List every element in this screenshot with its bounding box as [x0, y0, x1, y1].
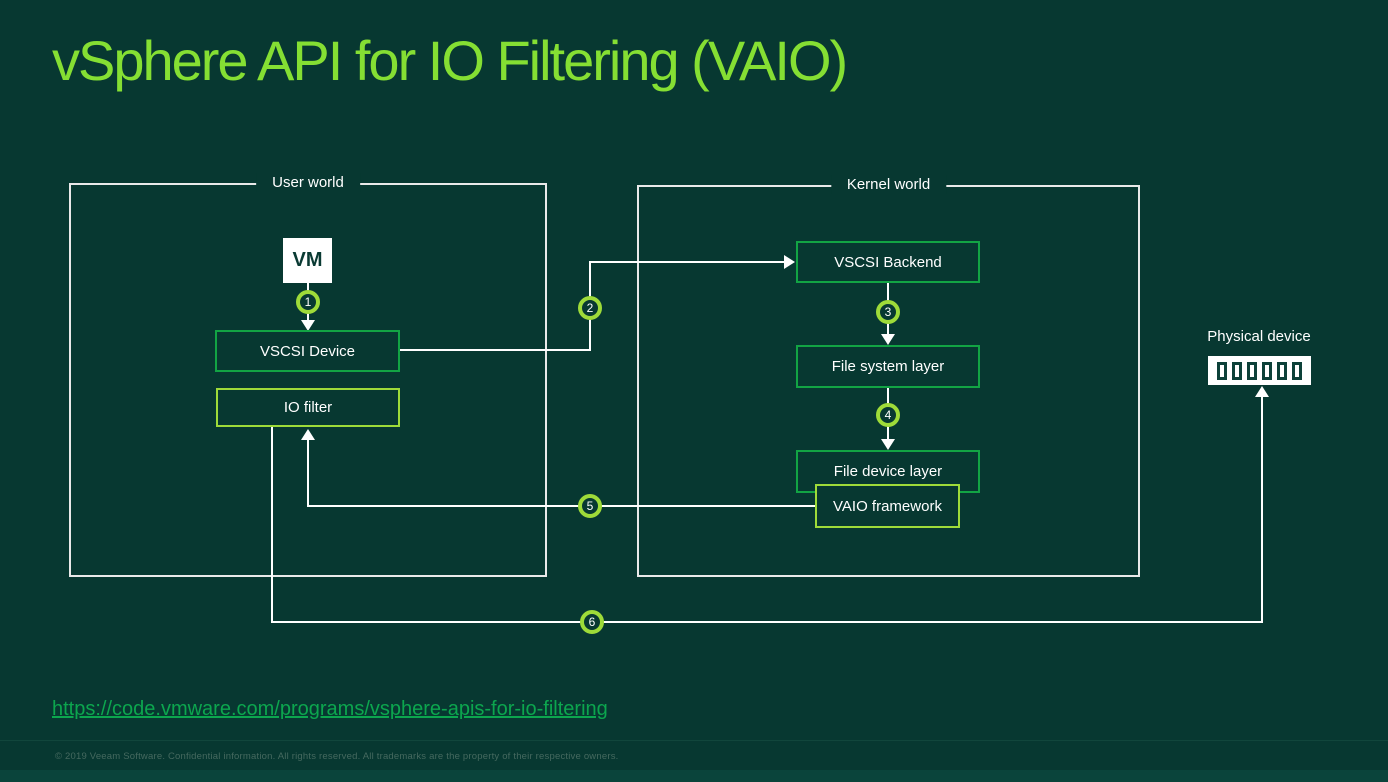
file-system-layer-node: File system layer: [796, 345, 980, 388]
step-badge-6: 6: [580, 610, 604, 634]
line-step6-horizontal: [271, 621, 1263, 623]
vaio-framework-node: VAIO framework: [815, 484, 960, 528]
physical-device-label: Physical device: [1207, 328, 1311, 345]
kernel-world-box: Kernel world: [637, 175, 1140, 577]
step-badge-5: 5: [578, 494, 602, 518]
user-world-box: User world: [69, 173, 547, 577]
memory-slot-icon: [1247, 361, 1257, 380]
line-io-filter-down: [271, 427, 273, 623]
step-badge-1: 1: [296, 290, 320, 314]
memory-slot-icon: [1262, 361, 1272, 380]
arrowhead-to-physical-device: [1255, 386, 1269, 397]
footer-strip: [0, 770, 1388, 782]
vscsi-backend-node: VSCSI Backend: [796, 241, 980, 283]
user-world-label: User world: [256, 173, 360, 192]
arrowhead-to-fs-layer: [881, 334, 895, 345]
kernel-world-label: Kernel world: [830, 175, 947, 194]
arrowhead-to-vscsi-backend: [784, 255, 795, 269]
io-filter-node: IO filter: [216, 388, 400, 427]
step-badge-2: 2: [578, 296, 602, 320]
memory-slot-icon: [1217, 361, 1227, 380]
step-badge-4: 4: [876, 403, 900, 427]
memory-slot-icon: [1232, 361, 1242, 380]
vm-node: VM: [283, 238, 332, 283]
arrowhead-to-io-filter: [301, 429, 315, 440]
arrowhead-to-fd-layer: [881, 439, 895, 450]
footer-divider: [0, 740, 1388, 741]
line-to-vscsi-backend: [589, 261, 786, 263]
memory-slot-icon: [1292, 361, 1302, 380]
vscsi-device-node: VSCSI Device: [215, 330, 400, 372]
step-badge-3: 3: [876, 300, 900, 324]
physical-device-icon: [1208, 356, 1311, 385]
line-vscsi-device-out: [400, 349, 590, 351]
copyright-text: © 2019 Veeam Software. Confidential info…: [55, 751, 619, 762]
line-vaio-to-io-filter: [308, 505, 815, 507]
memory-slot-icon: [1277, 361, 1287, 380]
vmware-programs-link[interactable]: https://code.vmware.com/programs/vsphere…: [52, 698, 608, 720]
page-title: vSphere API for IO Filtering (VAIO): [52, 29, 848, 92]
arrowhead-vm-to-vscsi-device: [301, 320, 315, 331]
line-step5-vertical: [307, 438, 309, 507]
line-to-physical-device: [1261, 396, 1263, 623]
